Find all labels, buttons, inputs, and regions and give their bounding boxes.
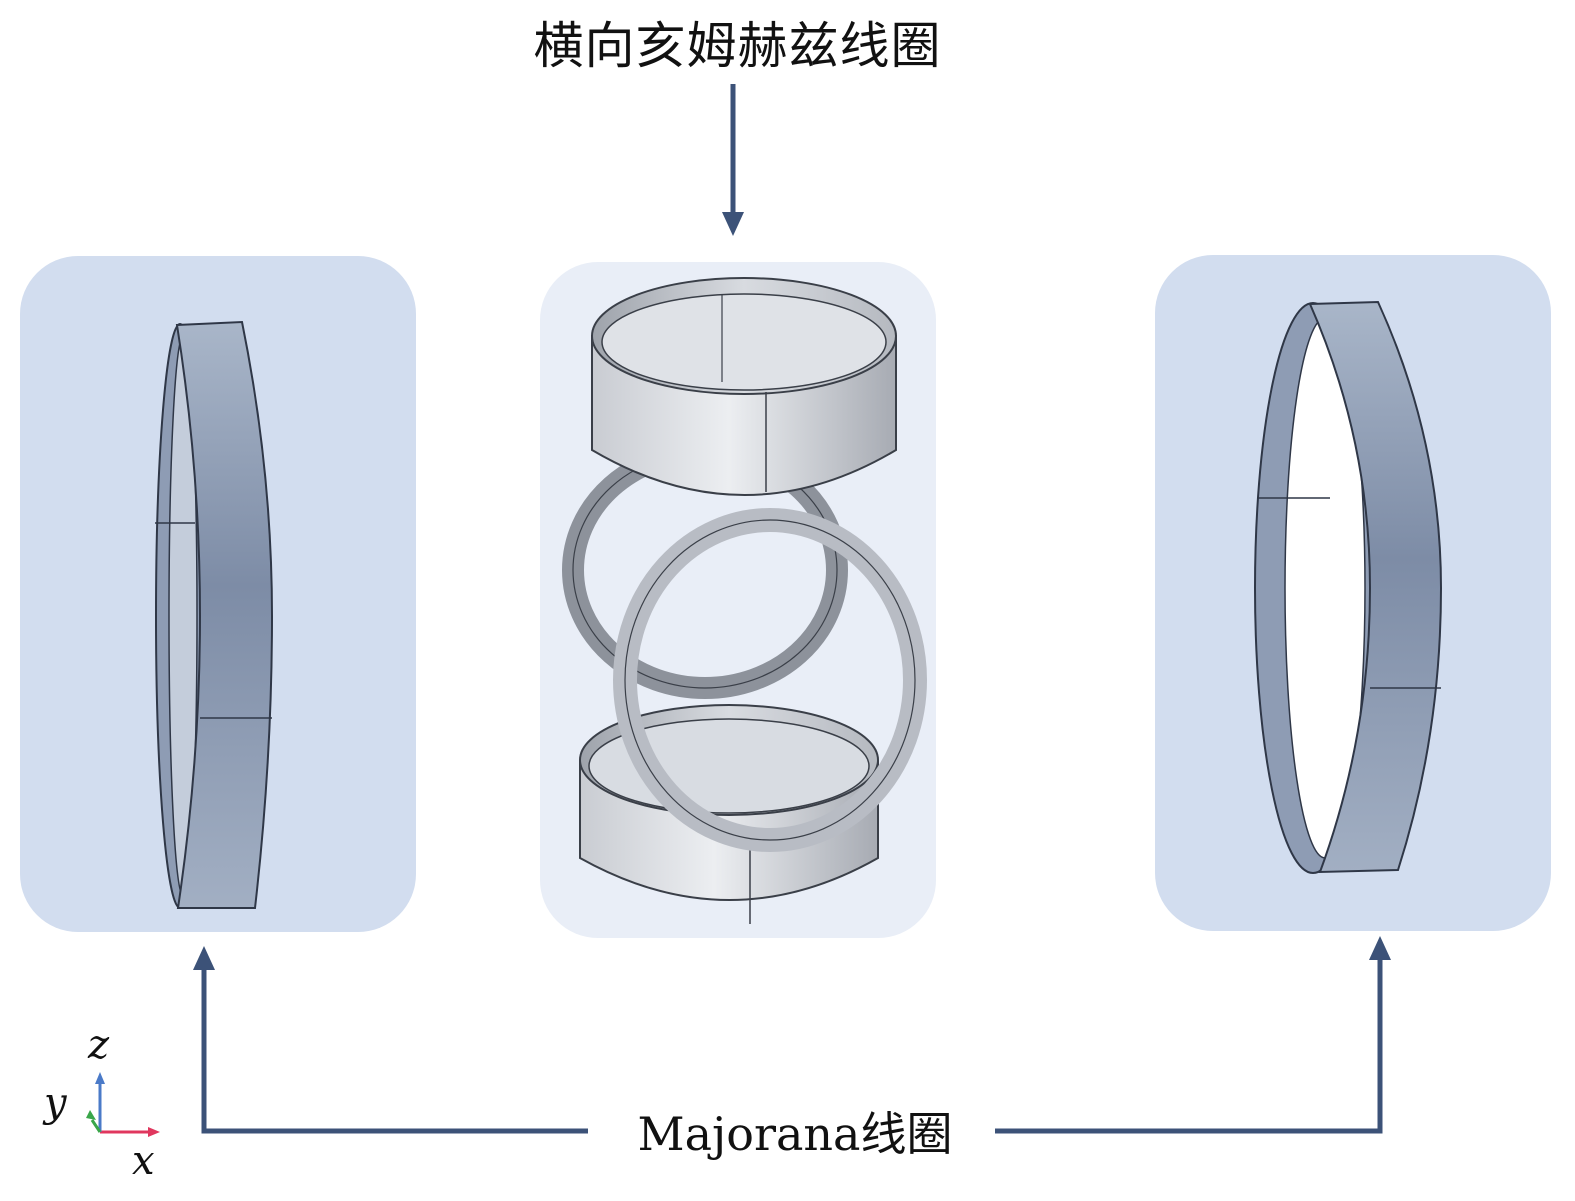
y-axis-label: y <box>44 1080 67 1126</box>
left-bottom-arrow <box>193 946 588 1134</box>
right-majorana-coil <box>1254 300 1443 874</box>
majorana-coil-label: Majorana线圈 <box>610 1098 980 1164</box>
top-arrow <box>722 84 744 236</box>
left-majorana-coil <box>155 320 274 909</box>
right-bottom-arrow <box>995 936 1391 1134</box>
x-axis-label: x <box>132 1138 155 1184</box>
helmholtz-coil-assembly <box>562 277 927 924</box>
helmholtz-coil-label: 横向亥姆赫兹线圈 <box>533 17 942 75</box>
coordinate-axes-icon <box>86 1072 160 1137</box>
z-axis-label: z <box>88 1022 110 1068</box>
